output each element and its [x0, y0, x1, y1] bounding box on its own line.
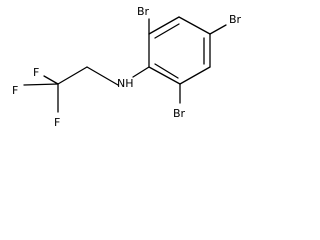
atom-br-top-right: Br: [229, 13, 242, 26]
ring-double-bond-inner-3: [154, 63, 179, 79]
atom-br-top-left: Br: [137, 5, 150, 18]
atom-f-left: F: [12, 84, 18, 97]
bond-n-ch2: [86, 66, 119, 86]
ring-bond-c2-c3: [178, 16, 211, 35]
atom-br-bottom: Br: [173, 107, 186, 120]
molecule-diagram: Br Br Br NH F F F: [0, 0, 261, 136]
structure-svg: Br Br Br NH F F F: [12, 5, 242, 129]
bond-ch2-cf3: [57, 66, 88, 85]
bond-c-f-left: [23, 83, 59, 86]
ring-bond-c4-c5: [179, 66, 211, 85]
bond-c-br-top-right: [209, 24, 227, 35]
ring-double-bond-inner-1: [154, 23, 180, 39]
atom-f-bottom: F: [54, 116, 60, 129]
atom-nh: NH: [117, 77, 134, 90]
ring-bond-c5-c6: [148, 66, 181, 85]
bond-c-f-top: [43, 75, 59, 85]
atom-f-top: F: [33, 66, 39, 79]
ring-bond-c1-c2: [148, 16, 180, 35]
bond-c-n: [132, 66, 150, 78]
